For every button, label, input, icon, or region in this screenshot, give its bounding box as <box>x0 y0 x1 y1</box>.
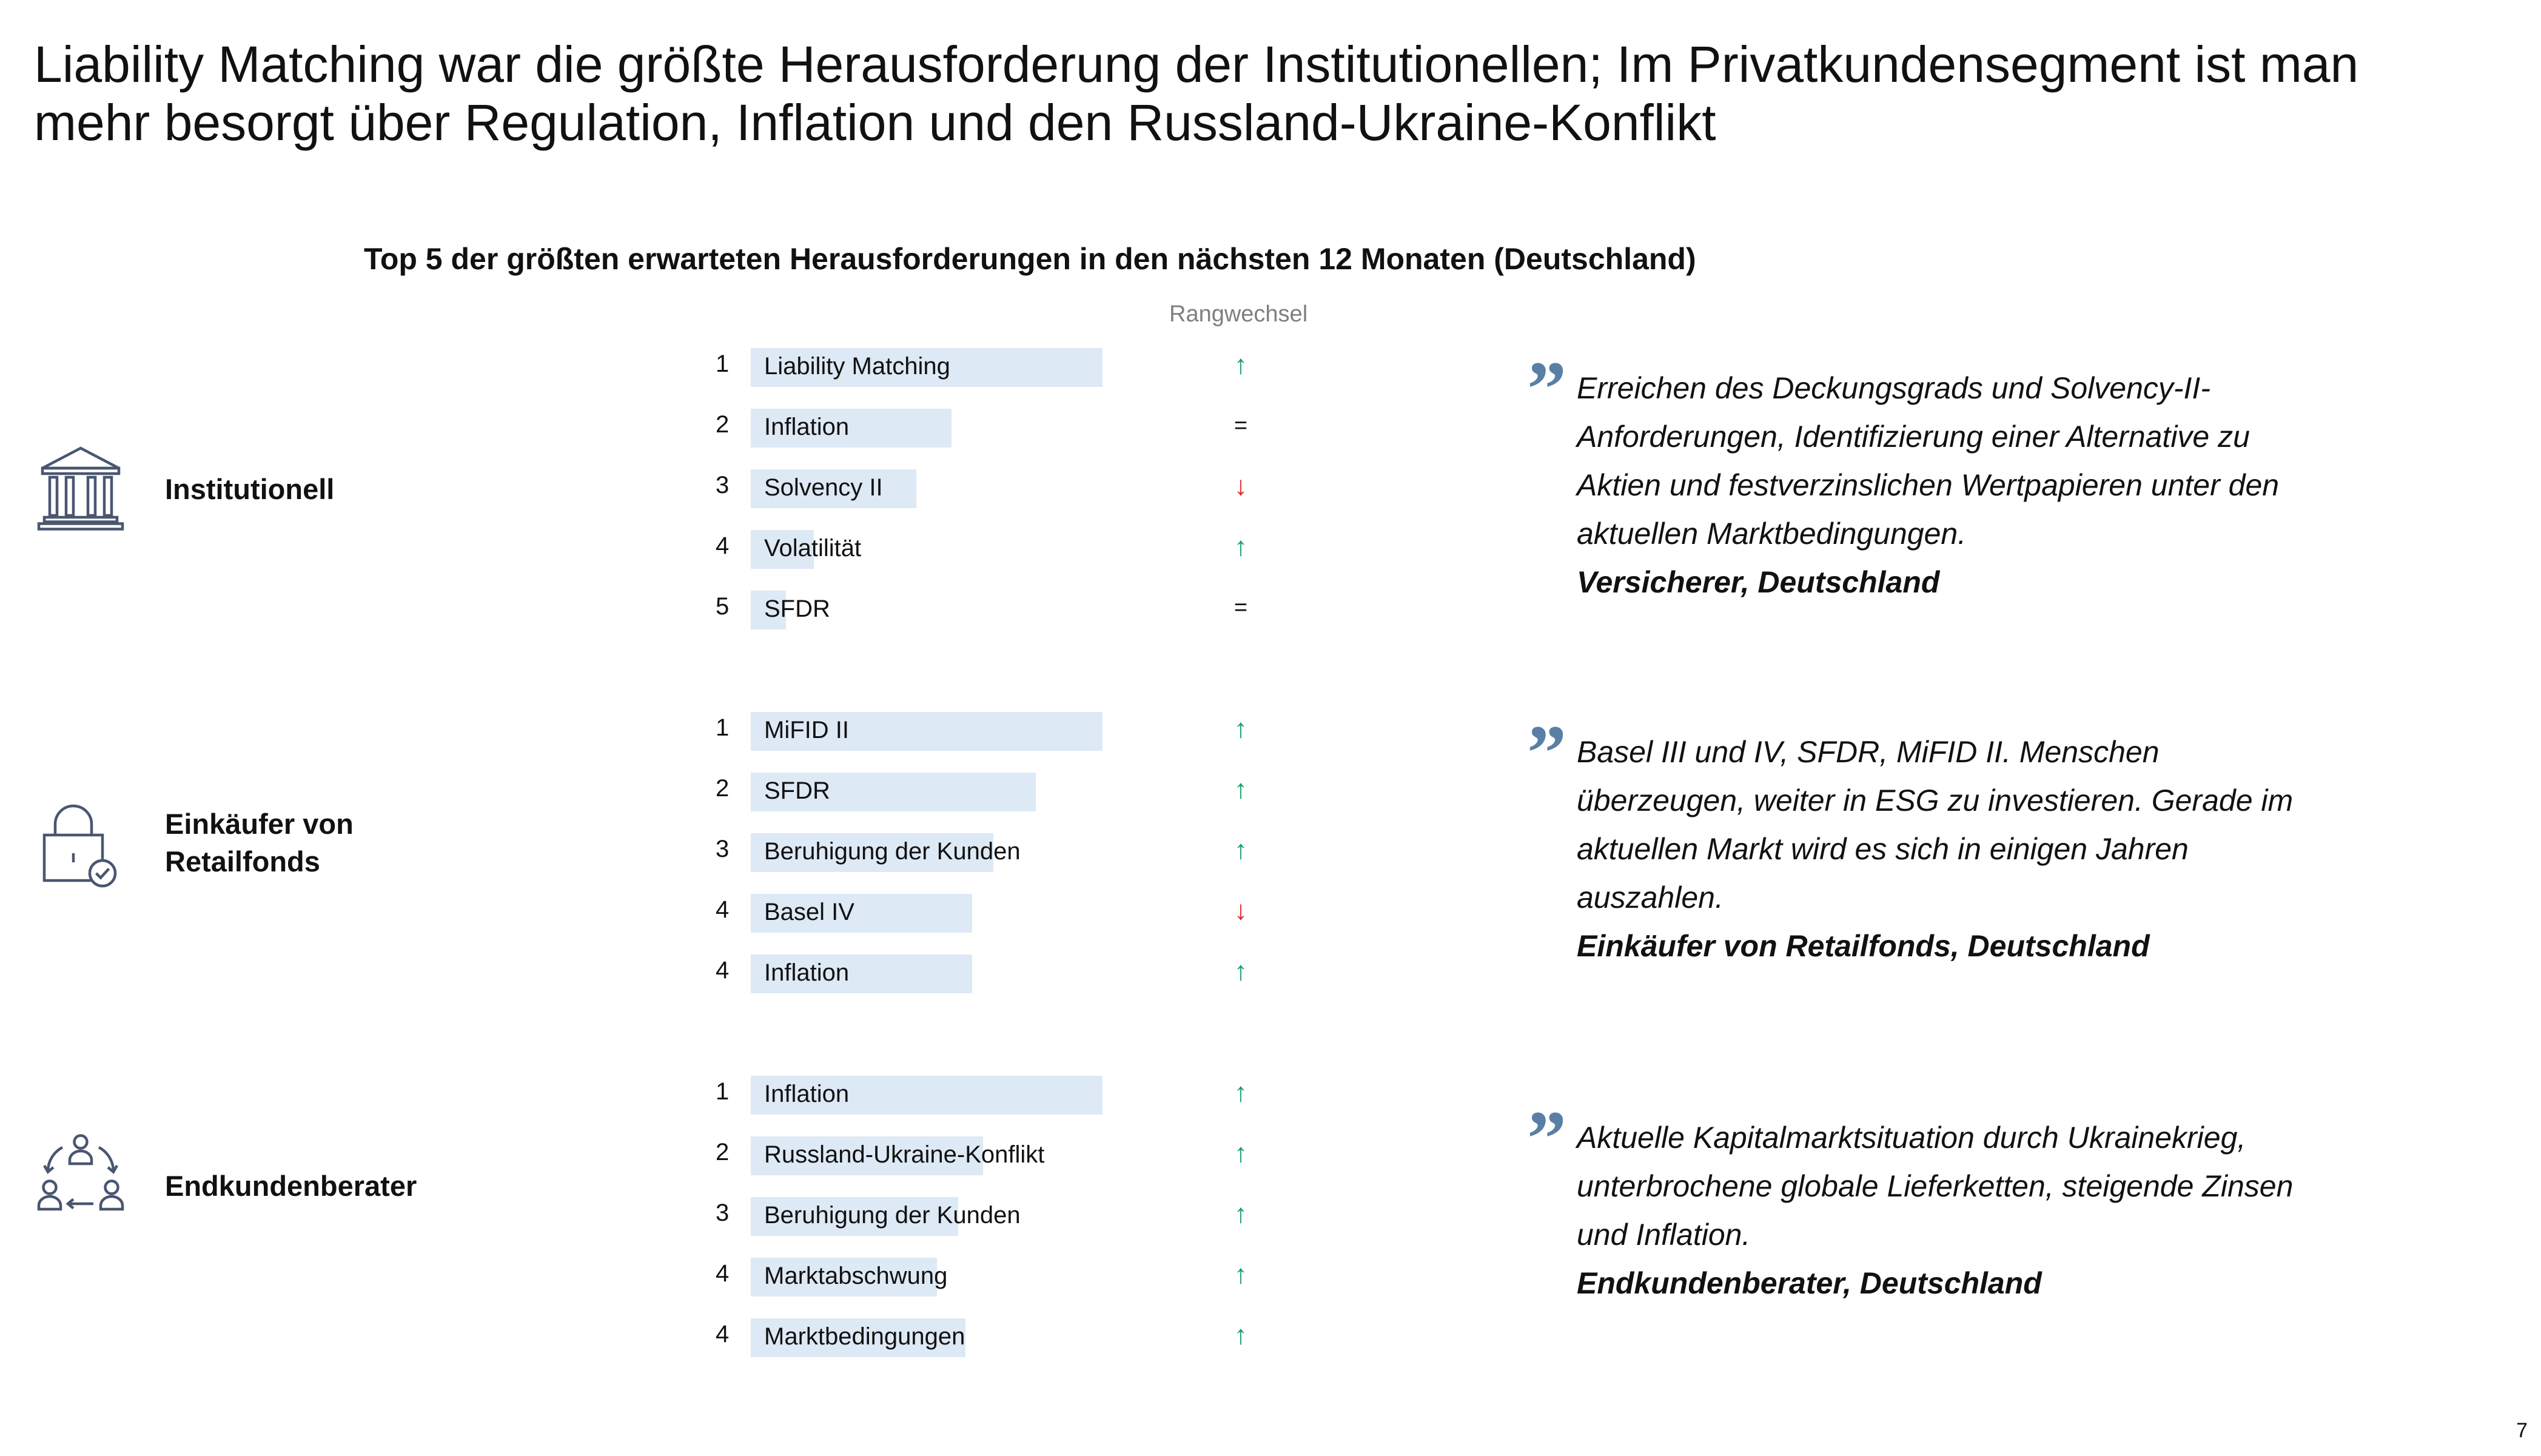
rank-label: Marktbedingungen <box>764 1323 965 1350</box>
page-title: Liability Matching war die größte Heraus… <box>34 36 2359 151</box>
people-cycle-icon <box>35 1131 126 1222</box>
rank-row: 1 MiFID II ↑ <box>716 710 1322 752</box>
arrow-up-icon: ↑ <box>1234 350 1247 380</box>
rank-label: Volatilität <box>764 535 862 562</box>
rank-row: 4 Volatilität ↑ <box>716 528 1322 570</box>
rank-label: MiFID II <box>764 717 849 743</box>
rank-bar <box>751 954 972 993</box>
rank-number: 5 <box>716 593 730 620</box>
rank-row: 4 Marktabschwung ↑ <box>716 1255 1322 1298</box>
segment-label-retailfonds: Einkäufer von Retailfonds <box>165 808 354 877</box>
quote-mark-icon: ” <box>1527 346 1566 433</box>
rank-number: 3 <box>716 472 730 498</box>
segment-label-institutionell: Institutionell <box>165 473 335 505</box>
rank-row: 3 Solvency II ↓ <box>716 467 1322 509</box>
rank-row: 3 Beruhigung der Kunden ↑ <box>716 831 1322 873</box>
rank-label: Inflation <box>764 414 850 440</box>
page-number: 7 <box>2516 1419 2528 1442</box>
rank-number: 1 <box>716 714 730 741</box>
rank-label: SFDR <box>764 595 830 622</box>
rank-number: 4 <box>716 896 730 923</box>
quote-text: Basel III und IV, SFDR, MiFID II. Mensch… <box>1577 735 2294 914</box>
rank-row: 2 Russland-Ukraine-Konflikt ↑ <box>716 1134 1322 1176</box>
quote-mark-icon: ” <box>1527 710 1566 797</box>
rank-label: Basel IV <box>764 899 854 925</box>
quote-retailfonds: ” Basel III und IV, SFDR, MiFID II. Mens… <box>1527 714 2311 970</box>
rank-row: 4 Basel IV ↓ <box>716 891 1322 934</box>
rank-row: 4 Inflation ↑ <box>716 952 1322 995</box>
rank-label: Inflation <box>764 1081 850 1107</box>
arrow-up-icon: ↑ <box>1234 1260 1247 1289</box>
quote-mark-icon: ” <box>1527 1095 1566 1183</box>
arrow-up-icon: ↑ <box>1234 1320 1247 1350</box>
arrow-up-icon: ↑ <box>1234 835 1247 865</box>
arrow-down-icon: ↓ <box>1234 896 1247 925</box>
rank-bar <box>751 1318 965 1357</box>
rank-bar <box>751 833 993 872</box>
rank-number: 4 <box>716 957 730 984</box>
rank-change-header: Rangwechsel <box>1169 301 1308 327</box>
equals-icon: = <box>1234 413 1248 438</box>
rank-row: 3 Beruhigung der Kunden ↑ <box>716 1195 1322 1237</box>
rank-bar <box>751 1258 937 1297</box>
rank-row: 4 Marktbedingungen ↑ <box>716 1316 1322 1358</box>
quote-text: Aktuelle Kapitalmarktsituation durch Ukr… <box>1577 1121 2294 1252</box>
arrow-up-icon: ↑ <box>1234 714 1247 743</box>
rank-number: 2 <box>716 775 730 802</box>
rank-number: 1 <box>716 1078 730 1105</box>
rank-label: Beruhigung der Kunden <box>764 838 1021 865</box>
rank-bar <box>751 1197 958 1236</box>
arrow-up-icon: ↑ <box>1234 1199 1247 1229</box>
rank-label: Marktabschwung <box>764 1263 948 1289</box>
bank-building-icon <box>35 443 126 534</box>
rank-row: 5 SFDR = <box>716 588 1322 631</box>
rank-label: Russland-Ukraine-Konflikt <box>764 1141 1045 1168</box>
rank-row: 1 Liability Matching ↑ <box>716 346 1322 388</box>
arrow-up-icon: ↑ <box>1234 1078 1247 1107</box>
quote-source: Endkundenberater, Deutschland <box>1577 1266 2042 1300</box>
rank-bar <box>751 894 972 933</box>
rank-label: Liability Matching <box>764 353 950 380</box>
rank-bar <box>751 712 1103 751</box>
quote-institutionell: ” Erreichen des Deckungsgrads und Solven… <box>1527 350 2311 606</box>
quote-source: Versicherer, Deutschland <box>1577 565 1940 599</box>
rank-number: 4 <box>716 532 730 559</box>
rank-bar <box>751 591 786 629</box>
rank-bar <box>751 469 916 508</box>
rank-bar <box>751 773 1036 811</box>
rank-label: SFDR <box>764 777 830 804</box>
arrow-up-icon: ↑ <box>1234 532 1247 562</box>
rank-label: Beruhigung der Kunden <box>764 1202 1021 1229</box>
equals-icon: = <box>1234 595 1248 620</box>
rank-bar <box>751 348 1103 387</box>
arrow-up-icon: ↑ <box>1234 1138 1247 1168</box>
quote-source: Einkäufer von Retailfonds, Deutschland <box>1577 929 2150 963</box>
chart-subtitle: Top 5 der größten erwarteten Herausforde… <box>364 242 1696 276</box>
rank-bar <box>751 530 814 569</box>
arrow-down-icon: ↓ <box>1234 471 1247 501</box>
rank-bar <box>751 1136 983 1175</box>
rank-number: 3 <box>716 1199 730 1226</box>
rank-number: 3 <box>716 836 730 862</box>
rank-bar <box>751 409 952 448</box>
rank-label: Inflation <box>764 959 850 986</box>
rank-number: 2 <box>716 1139 730 1166</box>
arrow-up-icon: ↑ <box>1234 774 1247 804</box>
rank-number: 2 <box>716 411 730 438</box>
segment-label-endkundenberater: Endkundenberater <box>165 1170 417 1202</box>
rank-row: 1 Inflation ↑ <box>716 1073 1322 1116</box>
rank-bar <box>751 1076 1103 1115</box>
rank-number: 4 <box>716 1321 730 1347</box>
rank-number: 4 <box>716 1260 730 1287</box>
lock-check-icon <box>35 800 126 891</box>
rank-label: Solvency II <box>764 474 883 501</box>
rank-number: 1 <box>716 351 730 377</box>
quote-text: Erreichen des Deckungsgrads und Solvency… <box>1577 371 2280 551</box>
arrow-up-icon: ↑ <box>1234 956 1247 986</box>
quote-endkundenberater: ” Aktuelle Kapitalmarktsituation durch U… <box>1527 1099 2311 1307</box>
rank-row: 2 Inflation = <box>716 406 1322 449</box>
rank-row: 2 SFDR ↑ <box>716 770 1322 813</box>
